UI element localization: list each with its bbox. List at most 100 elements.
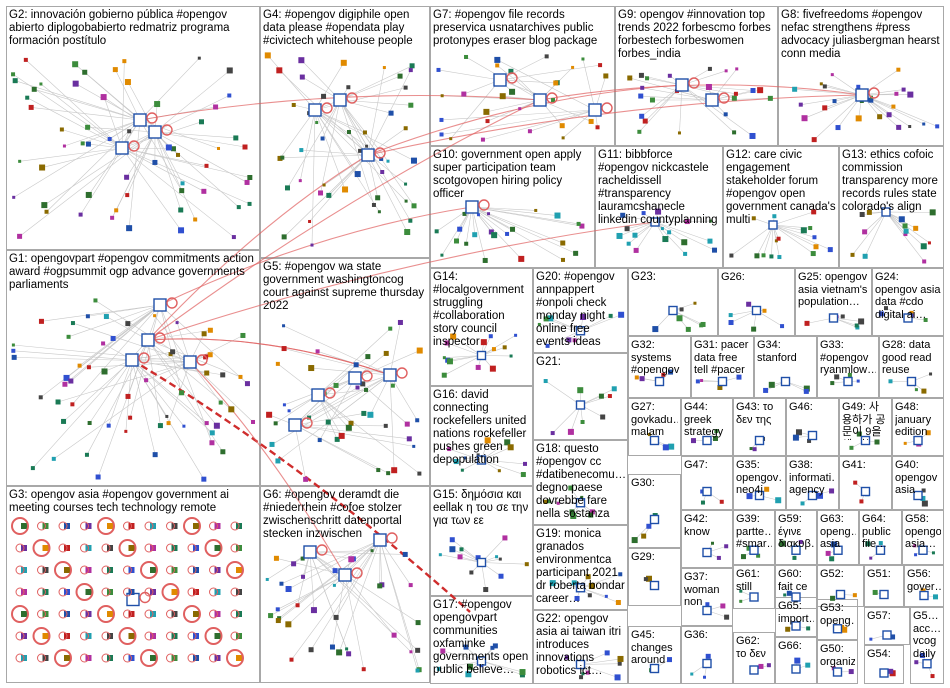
node[interactable] xyxy=(404,229,411,236)
node[interactable] xyxy=(449,137,453,141)
node[interactable] xyxy=(128,415,133,420)
node[interactable] xyxy=(572,338,577,343)
node[interactable] xyxy=(44,209,49,214)
node[interactable] xyxy=(929,209,936,216)
node[interactable] xyxy=(869,637,873,641)
node[interactable] xyxy=(244,179,250,185)
node[interactable] xyxy=(106,423,111,428)
node[interactable] xyxy=(763,387,769,393)
node[interactable] xyxy=(363,387,368,392)
node[interactable] xyxy=(201,476,207,482)
hub-node[interactable] xyxy=(338,568,352,582)
node[interactable] xyxy=(402,551,408,557)
node[interactable] xyxy=(214,633,221,639)
node[interactable] xyxy=(449,546,456,553)
node[interactable] xyxy=(457,226,463,232)
node[interactable] xyxy=(440,253,444,257)
node[interactable] xyxy=(795,429,802,436)
node[interactable] xyxy=(825,550,831,556)
hub-node[interactable] xyxy=(843,376,853,387)
hub-node[interactable] xyxy=(754,435,765,446)
node[interactable] xyxy=(280,155,285,160)
node[interactable] xyxy=(729,253,734,258)
node[interactable] xyxy=(668,369,674,375)
node[interactable] xyxy=(779,540,786,547)
node[interactable] xyxy=(499,93,506,100)
node[interactable] xyxy=(920,243,927,250)
node[interactable] xyxy=(639,113,645,119)
node[interactable] xyxy=(700,500,705,505)
node[interactable] xyxy=(634,375,639,380)
node[interactable] xyxy=(616,232,623,239)
node[interactable] xyxy=(233,135,239,141)
node[interactable] xyxy=(856,431,862,437)
node[interactable] xyxy=(574,595,580,601)
node[interactable] xyxy=(862,253,868,259)
node[interactable] xyxy=(449,537,455,543)
node[interactable] xyxy=(346,130,351,135)
node[interactable] xyxy=(710,541,714,545)
node[interactable] xyxy=(858,318,865,325)
node[interactable] xyxy=(749,447,753,451)
node[interactable] xyxy=(236,655,242,661)
node[interactable] xyxy=(354,171,361,178)
node[interactable] xyxy=(11,354,17,360)
node[interactable] xyxy=(746,301,752,307)
node[interactable] xyxy=(803,385,810,392)
node[interactable] xyxy=(731,95,737,101)
node[interactable] xyxy=(289,657,294,662)
node[interactable] xyxy=(62,381,68,387)
hub-node[interactable] xyxy=(833,545,843,555)
node[interactable] xyxy=(244,381,250,387)
node[interactable] xyxy=(80,141,85,146)
node[interactable] xyxy=(453,459,459,465)
node[interactable] xyxy=(275,607,280,612)
node[interactable] xyxy=(436,666,441,671)
node[interactable] xyxy=(101,368,108,375)
node[interactable] xyxy=(388,110,394,116)
node[interactable] xyxy=(110,335,116,341)
node[interactable] xyxy=(751,216,756,221)
node[interactable] xyxy=(534,208,538,212)
node[interactable] xyxy=(201,188,207,194)
node[interactable] xyxy=(505,231,510,236)
node[interactable] xyxy=(64,567,70,573)
node[interactable] xyxy=(409,63,415,69)
node[interactable] xyxy=(859,211,865,217)
node[interactable] xyxy=(553,80,559,86)
hub-node[interactable] xyxy=(749,665,759,675)
node[interactable] xyxy=(732,130,737,135)
node[interactable] xyxy=(570,512,577,519)
hub-node[interactable] xyxy=(575,498,586,508)
node[interactable] xyxy=(41,202,48,209)
node[interactable] xyxy=(153,314,157,318)
node[interactable] xyxy=(265,577,269,581)
node[interactable] xyxy=(603,73,609,79)
node[interactable] xyxy=(408,218,413,223)
node[interactable] xyxy=(298,179,302,183)
node[interactable] xyxy=(587,593,592,598)
hub-node[interactable] xyxy=(650,217,660,227)
node[interactable] xyxy=(785,626,791,632)
node[interactable] xyxy=(110,215,115,220)
node[interactable] xyxy=(124,429,128,433)
node[interactable] xyxy=(466,663,473,670)
node[interactable] xyxy=(712,435,718,441)
node[interactable] xyxy=(888,668,894,674)
hub-node[interactable] xyxy=(141,333,155,347)
node[interactable] xyxy=(125,393,131,399)
node[interactable] xyxy=(660,227,664,231)
node[interactable] xyxy=(705,602,710,607)
node[interactable] xyxy=(831,541,838,548)
hub-node[interactable] xyxy=(476,656,487,666)
node[interactable] xyxy=(317,438,322,443)
node[interactable] xyxy=(42,545,49,551)
node[interactable] xyxy=(198,119,204,125)
node[interactable] xyxy=(728,320,734,326)
node[interactable] xyxy=(201,331,207,337)
hub-node[interactable] xyxy=(333,93,347,107)
node[interactable] xyxy=(580,495,584,499)
node[interactable] xyxy=(464,241,469,246)
node[interactable] xyxy=(281,234,287,240)
node[interactable] xyxy=(700,489,705,494)
